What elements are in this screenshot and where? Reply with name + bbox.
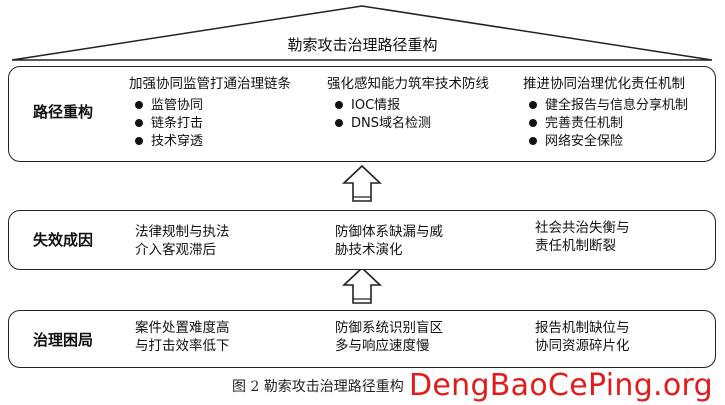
bullet-item: 健全报告与信息分享机制 [529,97,688,115]
column-2: 强化感知能力筑牢技术防线 IOC情报 DNS域名检测 [327,75,489,133]
bullet-item: 链条打击 [135,115,291,133]
bullet-item: 监管协同 [135,97,291,115]
figure-caption: 图 2 勒索攻击治理路径重构 [232,379,404,395]
dilemma-text: 报告机制缺位与协同资源碎片化 [535,320,630,354]
up-arrow-icon [341,266,383,304]
row-label: 治理困局 [33,331,94,349]
governance-dilemma-box: 治理困局 案件处置难度高与打击效率低下 防御系统识别盲区多与响应速度慢 报告机制… [8,310,716,368]
bullet-item: DNS域名检测 [335,115,489,133]
dilemma-text: 防御系统识别盲区多与响应速度慢 [335,320,443,354]
bullet-item: 技术穿透 [135,133,291,151]
column-1: 加强协同监管打通治理链条 监管协同 链条打击 技术穿透 [129,75,291,151]
column-title: 加强协同监管打通治理链条 [129,76,291,92]
column-title: 推进协同治理优化责任机制 [523,76,685,92]
watermark: DengBaoCePing.org [408,368,713,403]
row-label: 路径重构 [33,103,94,121]
bullet-item: 完善责任机制 [529,115,688,133]
column-3: 推进协同治理优化责任机制 健全报告与信息分享机制 完善责任机制 网络安全保险 [523,75,688,151]
path-reconstruction-box: 路径重构 加强协同监管打通治理链条 监管协同 链条打击 技术穿透 强化感知能力筑… [8,66,716,162]
bullet-item: 网络安全保险 [529,133,688,151]
roof-triangle [11,5,713,61]
cause-text: 社会共治失衡与责任机制断裂 [535,220,630,254]
row-label: 失效成因 [33,231,94,249]
up-arrow-icon [341,164,383,202]
cause-text: 法律规制与执法介入客观滞后 [135,224,230,258]
bullet-item: IOC情报 [335,97,489,115]
failure-causes-box: 失效成因 法律规制与执法介入客观滞后 防御体系缺漏与威胁技术演化 社会共治失衡与… [8,210,716,270]
cause-text: 防御体系缺漏与威胁技术演化 [335,224,443,258]
column-title: 强化感知能力筑牢技术防线 [327,76,489,92]
roof-title: 勒索攻击治理路径重构 [287,36,438,54]
dilemma-text: 案件处置难度高与打击效率低下 [135,320,230,354]
